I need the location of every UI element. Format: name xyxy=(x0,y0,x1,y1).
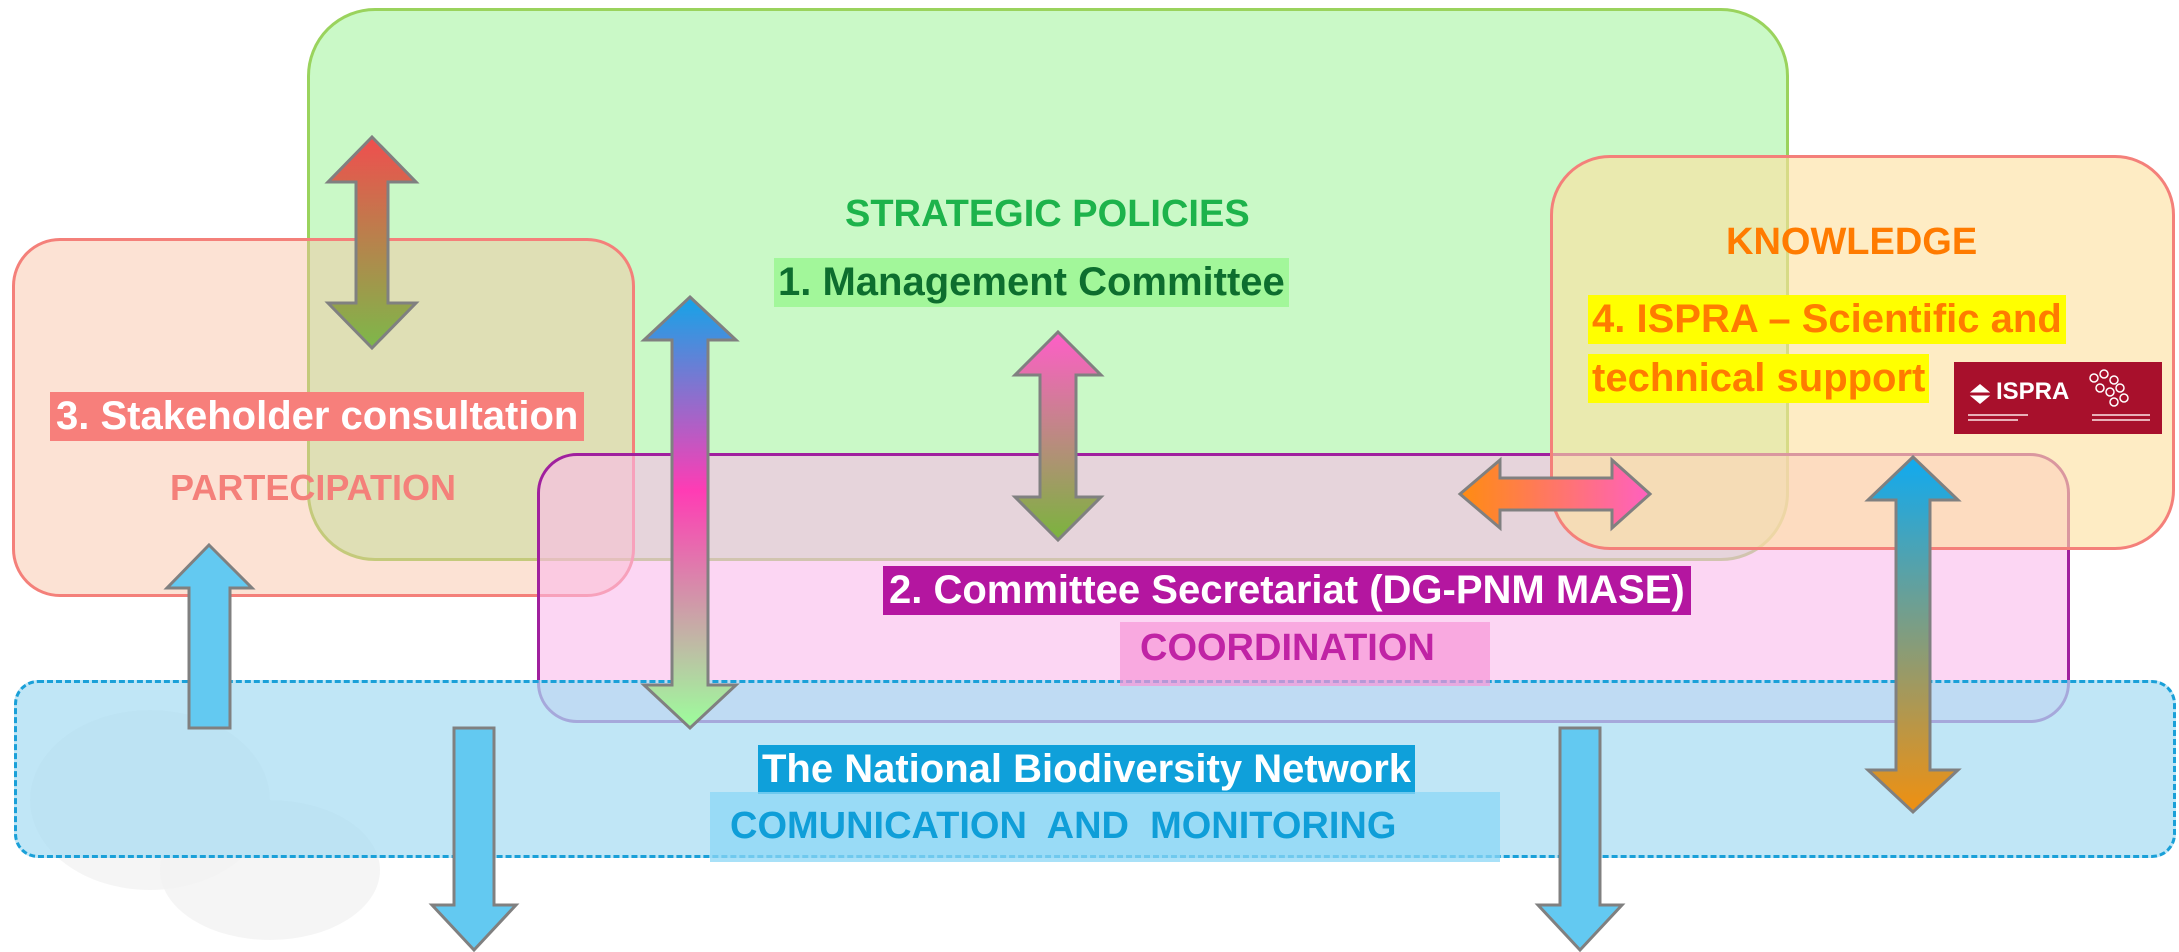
double-arrow-management-secretariat xyxy=(1011,329,1105,543)
monitoring-highlight xyxy=(710,792,1500,862)
strategic-policies-heading: STRATEGIC POLICIES xyxy=(845,193,1250,235)
ispra-support-line1: 4. ISPRA – Scientific and xyxy=(1588,295,2066,344)
double-arrow-strategic-network xyxy=(640,294,740,731)
communication-monitoring-label: COMUNICATION AND MONITORING xyxy=(730,805,1397,847)
knowledge-heading: KNOWLEDGE xyxy=(1726,221,1978,263)
ispra-logo-mark xyxy=(1968,369,2150,421)
double-arrow-strategic-stakeholder xyxy=(324,134,420,351)
up-arrow-network-stakeholder xyxy=(163,542,256,730)
knowledge-box xyxy=(1550,155,2175,550)
national-biodiversity-network-label: The National Biodiversity Network xyxy=(758,745,1416,794)
coordination-label: COORDINATION xyxy=(1140,627,1435,669)
coordination-highlight xyxy=(1120,622,1490,686)
management-committee-label: 1. Management Committee xyxy=(774,258,1289,307)
ispra-logo-text: ISPRA xyxy=(1996,378,2070,405)
double-arrow-knowledge-network xyxy=(1864,454,1962,815)
partecipation-label: PARTECIPATION xyxy=(170,467,456,508)
down-arrow-right xyxy=(1534,726,1626,952)
down-arrow-left xyxy=(428,726,520,952)
stakeholder-consultation-label: 3. Stakeholder consultation xyxy=(50,392,585,441)
double-arrow-secretariat-knowledge xyxy=(1457,456,1653,532)
ispra-logo: ISPRA xyxy=(1954,362,2162,434)
committee-secretariat-label: 2. Committee Secretariat (DG-PNM MASE) xyxy=(883,566,1691,615)
ispra-support-line2: technical support xyxy=(1588,354,1930,403)
